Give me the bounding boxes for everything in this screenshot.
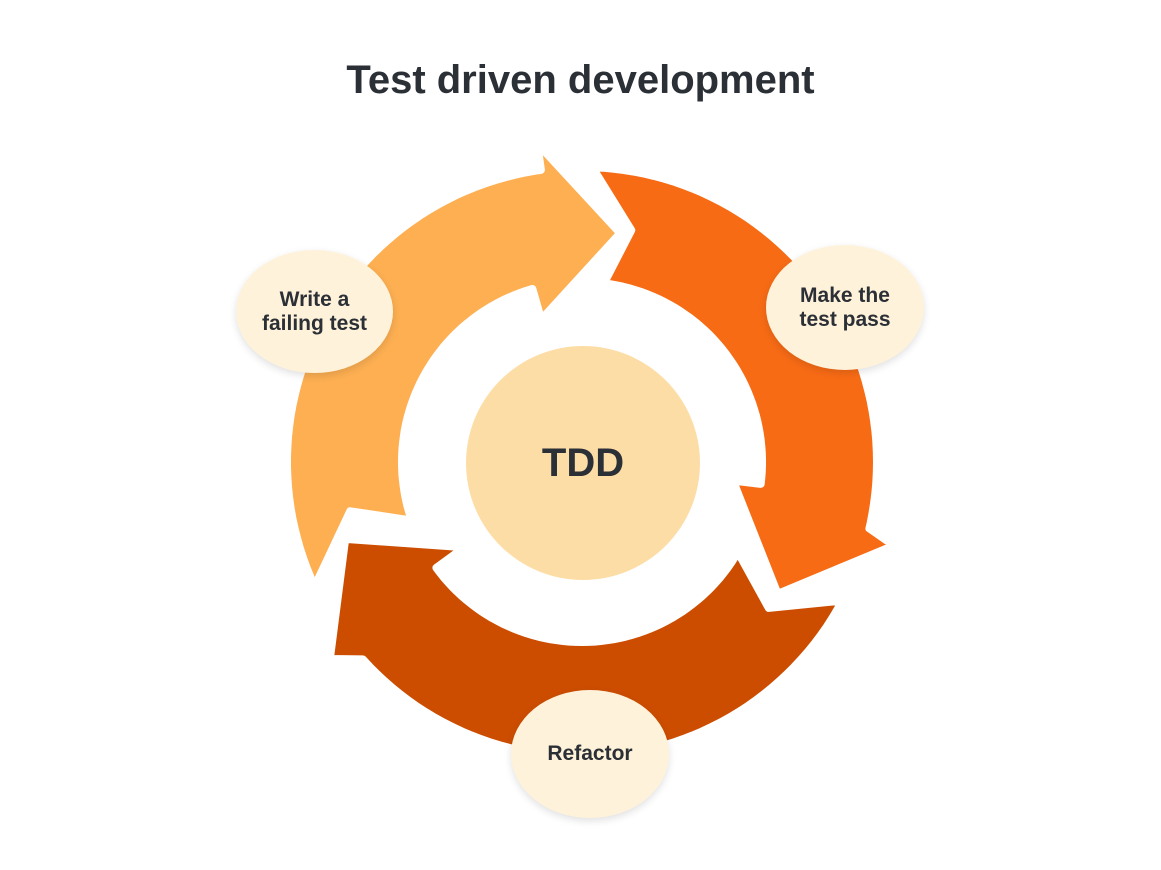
- write-failing-test-arrow: [283, 139, 625, 591]
- step-label-refactor: Refactor: [511, 690, 669, 818]
- step-label-line: Make the: [800, 283, 890, 307]
- step-label-line: test pass: [799, 307, 891, 331]
- step-label-line: failing test: [261, 311, 367, 335]
- make-test-pass-arrow: [588, 163, 898, 598]
- diagram-title: Test driven development: [346, 58, 815, 102]
- step-label-line: Refactor: [547, 742, 633, 765]
- tdd-center-circle: TDD: [466, 346, 700, 580]
- step-label-line: Write a: [279, 287, 350, 311]
- refactor-arrow: [325, 534, 847, 761]
